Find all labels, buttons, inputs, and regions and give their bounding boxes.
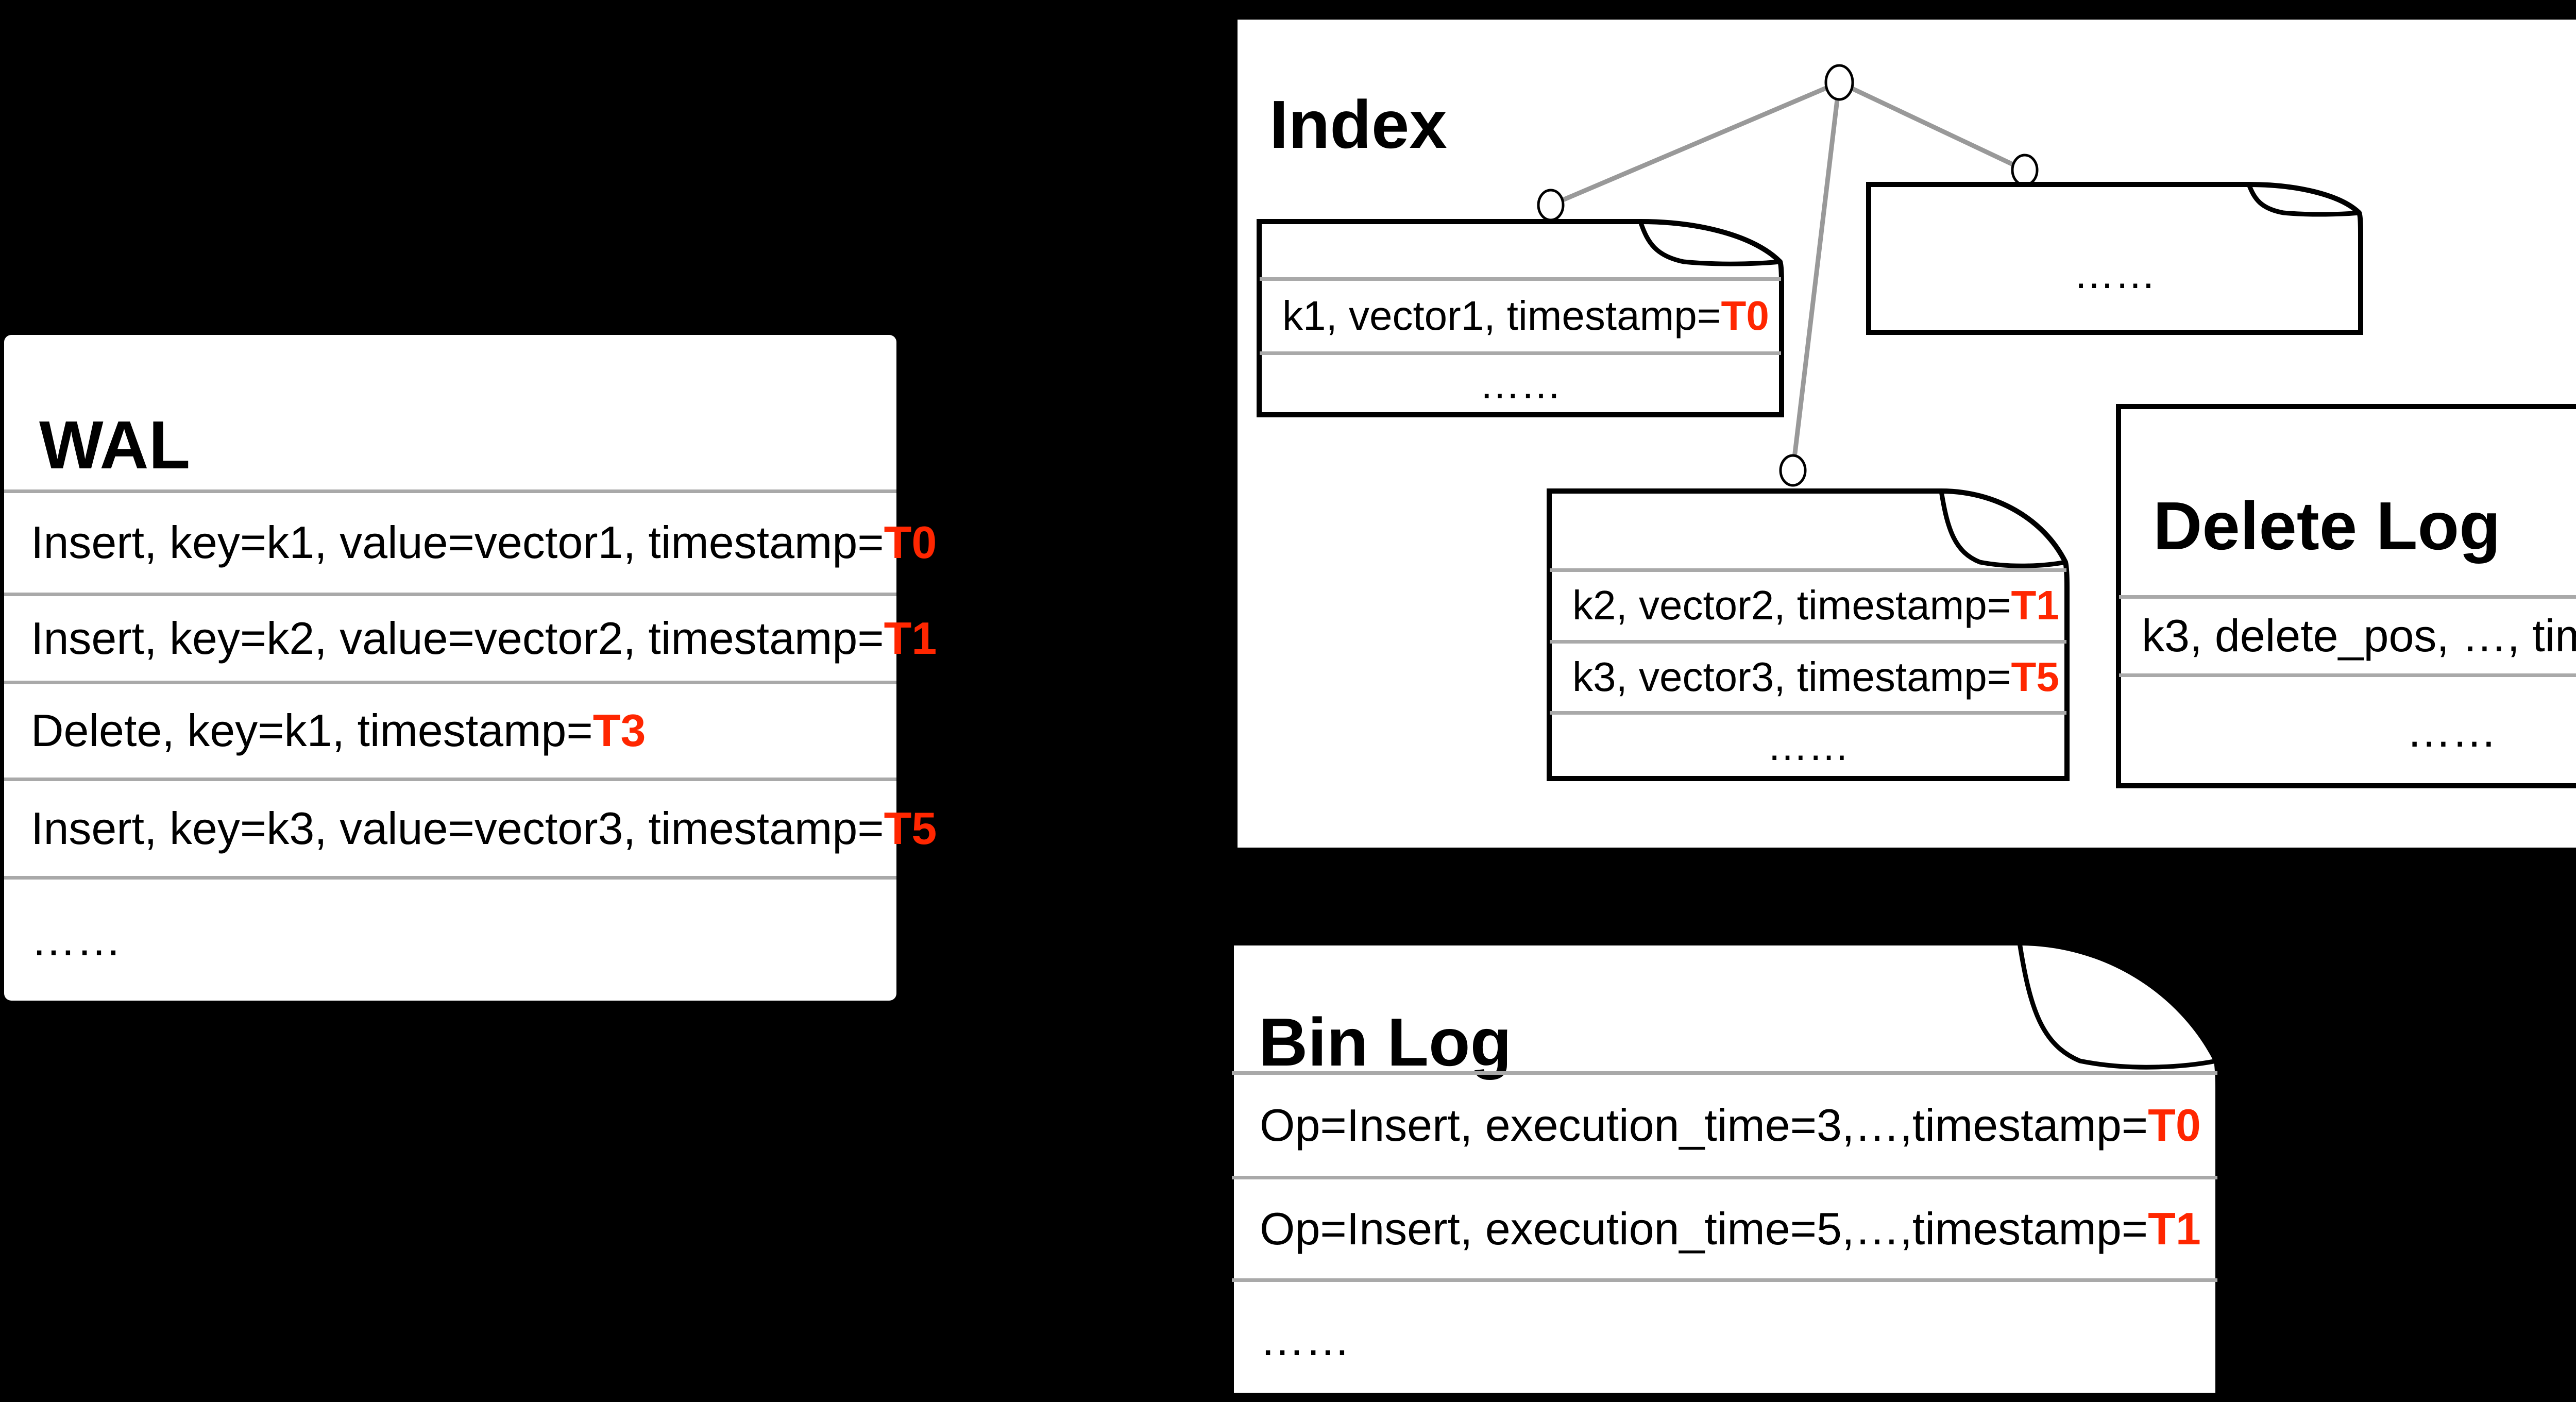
bin-log-row: Op=Insert, execution_time=3,…,timestamp=… xyxy=(1229,1075,2221,1176)
index-segment-doc-2: k2, vector2, timestamp=T1 k3, vector3, t… xyxy=(1547,488,2070,781)
row-separator xyxy=(2119,673,2576,677)
index-segment-doc-1: k1, vector1, timestamp=T0 …… xyxy=(1257,219,1784,417)
row-separator xyxy=(4,593,896,596)
delete-log-row: k3, delete_pos, …, timestamp=T3 xyxy=(2116,599,2576,673)
row-separator xyxy=(1260,351,1781,355)
timestamp-value: T5 xyxy=(884,802,937,854)
wal-row: Insert, key=k1, value=vector1, timestamp… xyxy=(4,493,937,593)
row-separator xyxy=(1232,1278,2217,1282)
row-separator xyxy=(1232,1071,2217,1075)
segment-row: …… xyxy=(1547,714,2070,779)
row-text: …… xyxy=(1767,723,1850,769)
wal-row: Insert, key=k2, value=vector2, timestamp… xyxy=(4,596,937,681)
row-separator xyxy=(1260,277,1781,281)
bin-log-row: …… xyxy=(1229,1282,2221,1398)
row-text: k1, vector1, timestamp= xyxy=(1282,292,1721,339)
row-text: Insert, key=k3, value=vector3, timestamp… xyxy=(31,802,884,854)
row-text: k3, vector3, timestamp= xyxy=(1572,653,2011,700)
delete-log-panel: Delete Log k3, delete_pos, …, timestamp=… xyxy=(2116,404,2576,788)
segment-row: k1, vector1, timestamp=T0 xyxy=(1257,280,1784,351)
timestamp-value: T0 xyxy=(2148,1099,2201,1151)
timestamp-value: T0 xyxy=(1721,292,1769,339)
tree-node-root xyxy=(1824,64,1854,101)
wal-row: …… xyxy=(4,880,896,1001)
timestamp-value: T1 xyxy=(2011,582,2059,628)
row-text: …… xyxy=(31,914,122,966)
segment-row: …… xyxy=(1257,354,1784,415)
timestamp-value: T0 xyxy=(884,517,937,568)
segment-row: k2, vector2, timestamp=T1 xyxy=(1547,571,2070,640)
timestamp-value: T3 xyxy=(592,705,646,756)
page-curl-outline xyxy=(1257,219,1784,417)
row-separator xyxy=(4,489,896,493)
timestamp-value: T5 xyxy=(2011,653,2059,700)
tree-node-middle xyxy=(1779,454,1807,487)
row-separator xyxy=(4,778,896,781)
bin-log-row: Op=Insert, execution_time=5,…,timestamp=… xyxy=(1229,1179,2221,1278)
fold-flap xyxy=(1638,219,1783,266)
page-curl-outline xyxy=(1547,488,2070,781)
bin-log-title: Bin Log xyxy=(1259,1004,1512,1080)
fold-flap xyxy=(2017,940,2219,1070)
row-text: Insert, key=k2, value=vector2, timestamp… xyxy=(31,612,884,664)
tree-node-right xyxy=(2011,154,2039,187)
row-separator xyxy=(4,681,896,684)
fold-flap xyxy=(1939,488,2068,568)
delete-log-title: Delete Log xyxy=(2153,487,2501,564)
index-tree xyxy=(1537,64,2039,487)
page-curl-outline xyxy=(1229,940,2221,1398)
wal-title: WAL xyxy=(39,407,191,483)
index-panel: Index k1, vector1, timestamp=T xyxy=(1232,14,2576,853)
row-text: …… xyxy=(1260,1314,1350,1365)
segment-row: k3, vector3, timestamp=T5 xyxy=(1547,643,2070,711)
timestamp-value: T1 xyxy=(2148,1203,2201,1254)
row-separator xyxy=(1550,568,2066,572)
row-text: Insert, key=k1, value=vector1, timestamp… xyxy=(31,517,884,568)
fold-flap xyxy=(2246,182,2362,217)
row-text: …… xyxy=(2073,250,2156,297)
tree-node-left xyxy=(1537,189,1565,222)
row-text: Op=Insert, execution_time=5,…,timestamp= xyxy=(1260,1203,2148,1254)
timestamp-value: T1 xyxy=(884,612,937,664)
row-separator xyxy=(2119,595,2576,599)
wal-panel: WAL Insert, key=k1, value=vector1, times… xyxy=(4,335,937,1001)
row-text: k3, delete_pos, …, timestamp= xyxy=(2142,610,2576,662)
page-curl-outline xyxy=(1866,182,2363,335)
bin-log-panel: Bin Log Op=Insert, execution_time=3,…,ti… xyxy=(1229,940,2221,1398)
delete-log-row: …… xyxy=(2116,677,2576,786)
index-title: Index xyxy=(1269,86,1447,162)
row-text: …… xyxy=(1479,361,1562,407)
wal-row: Delete, key=k1, timestamp=T3 xyxy=(4,684,896,778)
row-text: Delete, key=k1, timestamp= xyxy=(31,705,593,756)
row-separator xyxy=(1550,711,2066,715)
row-text: k2, vector2, timestamp= xyxy=(1572,582,2011,628)
tree-edges xyxy=(1550,80,2026,471)
index-segment-doc-ellipsis: …… xyxy=(1866,182,2363,335)
row-text: …… xyxy=(2406,705,2497,757)
segment-row: …… xyxy=(1866,213,2363,335)
row-separator xyxy=(1232,1176,2217,1179)
row-text: Op=Insert, execution_time=3,…,timestamp= xyxy=(1260,1099,2148,1151)
wal-row: Insert, key=k3, value=vector3, timestamp… xyxy=(4,781,937,876)
row-separator xyxy=(1550,640,2066,644)
row-separator xyxy=(4,876,896,880)
